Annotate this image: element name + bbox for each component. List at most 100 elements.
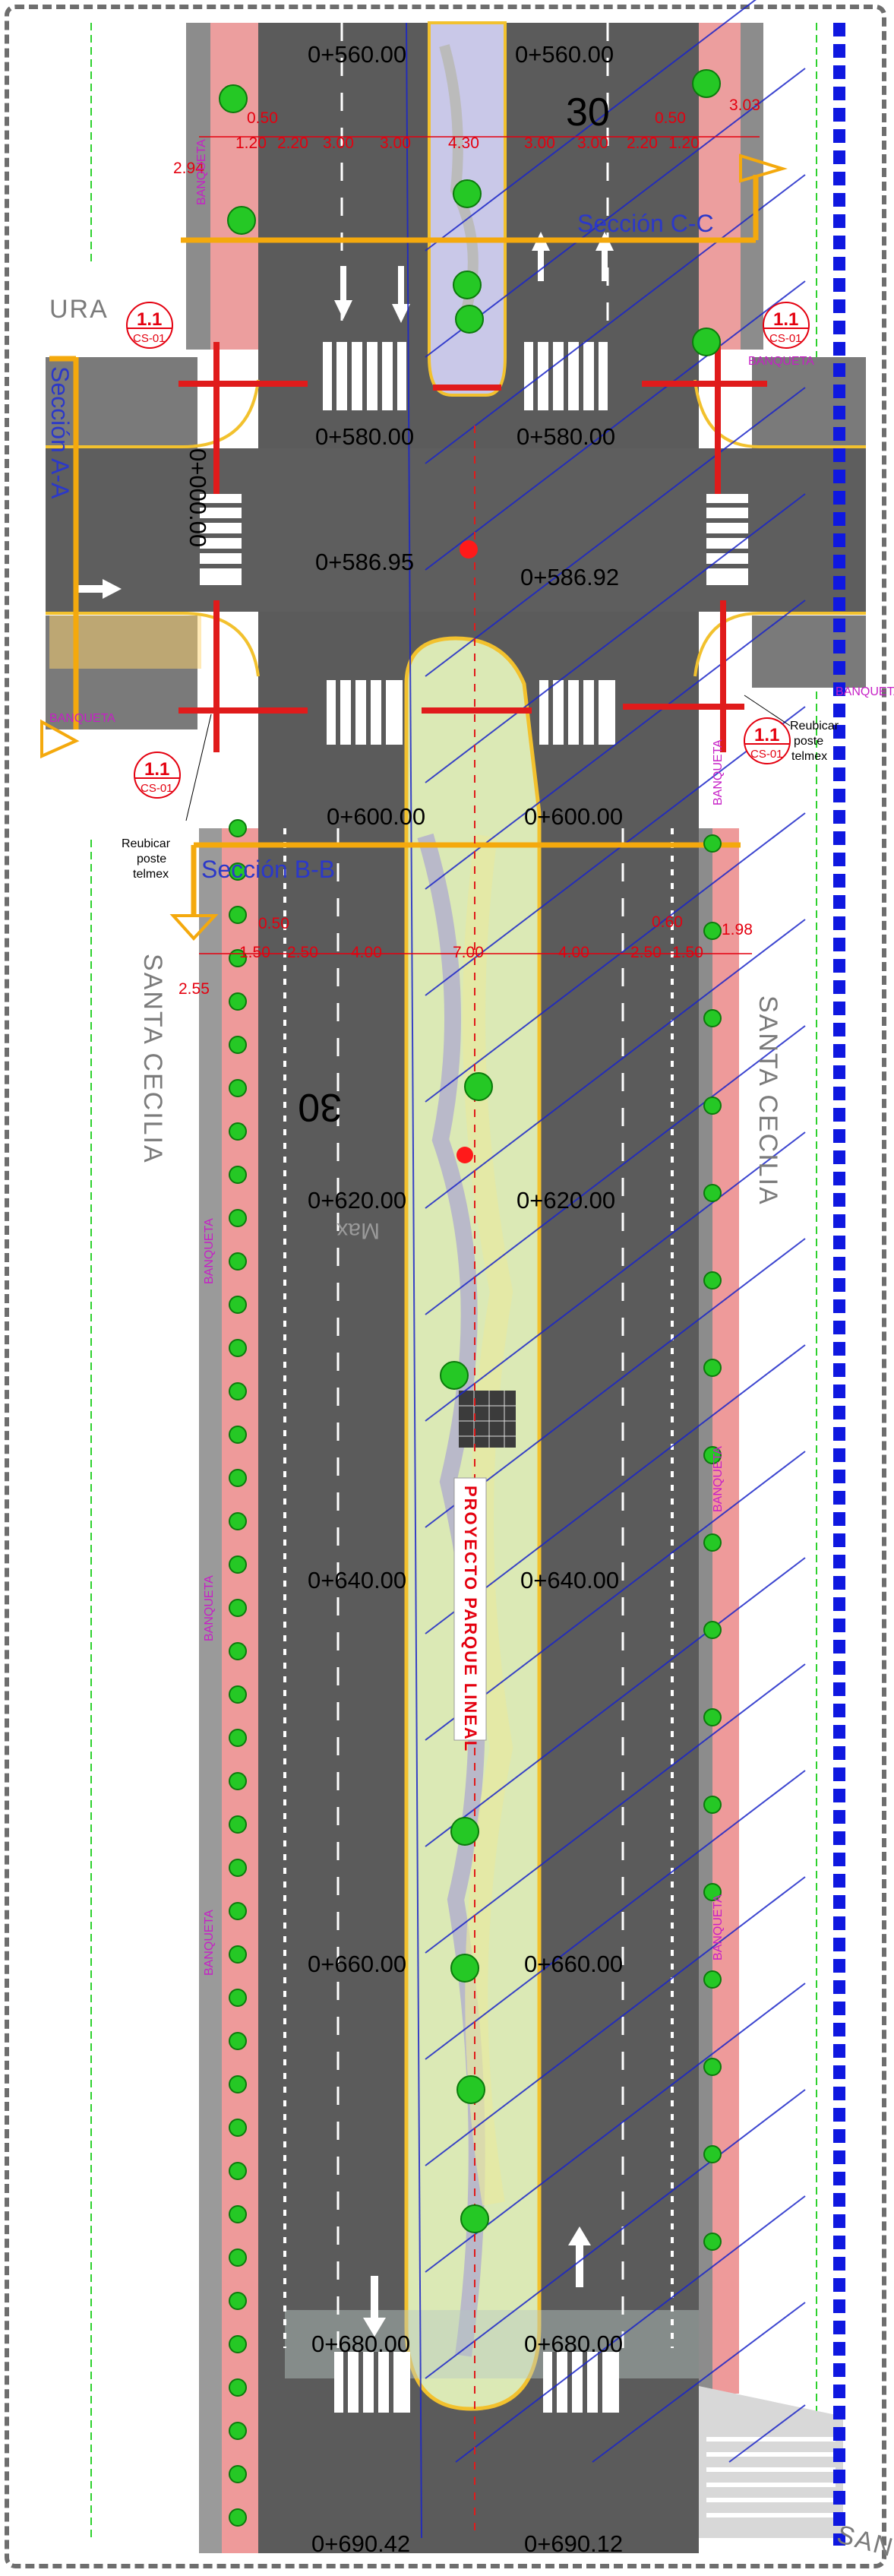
- svg-text:Reubicar: Reubicar: [790, 720, 839, 733]
- tree-icon: [703, 2058, 722, 2076]
- drawing-frame: [5, 5, 886, 2568]
- station-586-right: 0+586.92: [520, 564, 619, 590]
- sidewalk-label-mid-right: BANQUETA: [712, 739, 725, 805]
- tree-icon: [703, 1097, 722, 1115]
- dim-mid-1: 0.50: [258, 915, 289, 932]
- dim-top-2: 1.20: [235, 134, 267, 152]
- tree-icon: [229, 1252, 247, 1271]
- tree-icon: [229, 1469, 247, 1487]
- dim-mid-7: 2.50: [630, 944, 662, 961]
- tree-icon: [229, 1079, 247, 1097]
- dim-top-3: 2.20: [277, 134, 308, 152]
- tree-icon: [229, 1512, 247, 1530]
- dim-mid-10: 1.98: [722, 921, 753, 938]
- cross-axis-station: 0+000.00: [185, 448, 211, 547]
- station-620-left: 0+620.00: [308, 1187, 406, 1214]
- tree-icon: [703, 922, 722, 940]
- sidewalk-label-left: BANQUETA: [49, 712, 115, 725]
- tree-icon: [229, 2075, 247, 2093]
- tree-icon: [440, 1361, 469, 1390]
- dim-mid-3: 2.50: [287, 944, 318, 961]
- utility-lines: [178, 342, 767, 752]
- section-lines: [49, 175, 759, 916]
- dim-top-7: 3.00: [524, 134, 555, 152]
- tree-icon: [229, 1296, 247, 1314]
- station-620-right: 0+620.00: [516, 1187, 615, 1214]
- station-560-left: 0+560.00: [308, 41, 406, 68]
- tree-icon: [229, 2378, 247, 2397]
- svg-text:1.1: 1.1: [754, 725, 779, 745]
- tree-icon: [703, 1533, 722, 1552]
- tree-icon: [703, 1446, 722, 1464]
- dim-top-8: 3.00: [577, 134, 608, 152]
- station-690-right: 0+690.12: [524, 2530, 623, 2557]
- tree-icon: [229, 819, 247, 837]
- station-580-left: 0+580.00: [315, 423, 414, 450]
- tree-icon: [692, 328, 721, 356]
- tree-icon: [229, 1945, 247, 1964]
- tree-icon: [229, 1902, 247, 1920]
- tree-icon: [229, 1382, 247, 1400]
- speed-middle: 30: [298, 1085, 342, 1129]
- tree-icon: [703, 1184, 722, 1202]
- note-pole-right: Reubicar poste telmex: [744, 695, 839, 763]
- detail-tag-left: 1.1 CS-01: [134, 752, 181, 799]
- tree-icon: [703, 1621, 722, 1639]
- sidewalk-label-top-right: BANQUETA: [748, 355, 814, 368]
- tree-icon: [229, 1859, 247, 1877]
- tree-icon: [703, 1708, 722, 1726]
- svg-text:CS-01: CS-01: [141, 782, 173, 795]
- svg-text:1.1: 1.1: [144, 759, 169, 780]
- tree-icon: [229, 2508, 247, 2527]
- tree-icon: [229, 1599, 247, 1617]
- tree-icon: [464, 1072, 493, 1101]
- station-660-right: 0+660.00: [524, 1951, 623, 1977]
- detail-tag-top-left: 1.1 CS-01: [126, 302, 173, 349]
- svg-text:CS-01: CS-01: [133, 332, 166, 345]
- tree-icon: [703, 2145, 722, 2163]
- svg-text:1.1: 1.1: [137, 309, 162, 330]
- tree-icon: [229, 2205, 247, 2223]
- tree-icon: [450, 1817, 479, 1846]
- section-a-label: Sección A-A: [46, 366, 74, 499]
- station-586-left: 0+586.95: [315, 549, 414, 575]
- tree-icon: [450, 1954, 479, 1983]
- tree-icon: [229, 1685, 247, 1704]
- svg-text:CS-01: CS-01: [769, 332, 802, 345]
- sidewalk-label-mid-left: BANQUETA: [203, 1218, 216, 1284]
- svg-text:telmex: telmex: [133, 868, 169, 881]
- sidewalk-label-top-left: BANQUETA: [195, 139, 208, 205]
- tree-icon: [703, 1796, 722, 1814]
- tree-icon: [229, 2162, 247, 2180]
- tree-icon: [703, 1883, 722, 1901]
- dim-mid-6: 4.00: [558, 944, 589, 961]
- dim-mid-9: 0.60: [652, 913, 683, 931]
- tree-icon: [692, 69, 721, 98]
- tree-icon: [229, 2335, 247, 2353]
- dim-mid-5: 7.00: [453, 944, 484, 961]
- tree-icon: [229, 2422, 247, 2440]
- tree-icon: [229, 2032, 247, 2050]
- tree-icon: [229, 906, 247, 924]
- tree-icon: [229, 2465, 247, 2483]
- dim-top-12: 3.03: [729, 97, 760, 114]
- dim-top-1: 0.50: [247, 109, 278, 127]
- sidewalk-label-lower-left: BANQUETA: [203, 1575, 216, 1641]
- tree-icon: [460, 2204, 489, 2233]
- tree-icon: [229, 1555, 247, 1574]
- tree-icon: [229, 1815, 247, 1834]
- tree-icon: [229, 2248, 247, 2267]
- note-pole-left: Reubicar poste telmex: [122, 714, 212, 881]
- svg-text:CS-01: CS-01: [750, 748, 783, 761]
- tree-icon: [703, 834, 722, 853]
- tree-icon: [229, 862, 247, 881]
- station-560-right: 0+560.00: [515, 41, 614, 68]
- station-660-left: 0+660.00: [308, 1951, 406, 1977]
- tree-icon: [453, 179, 482, 208]
- dim-mid-11: 2.55: [178, 980, 210, 998]
- sidewalk-label-lower-right: BANQUETA: [712, 1446, 725, 1512]
- detail-tag-top-right: 1.1 CS-01: [763, 302, 810, 349]
- hatch-pattern: [406, 0, 806, 2539]
- svg-text:1.1: 1.1: [773, 309, 798, 330]
- sidewalk-label-right: BANQUETA: [836, 685, 894, 698]
